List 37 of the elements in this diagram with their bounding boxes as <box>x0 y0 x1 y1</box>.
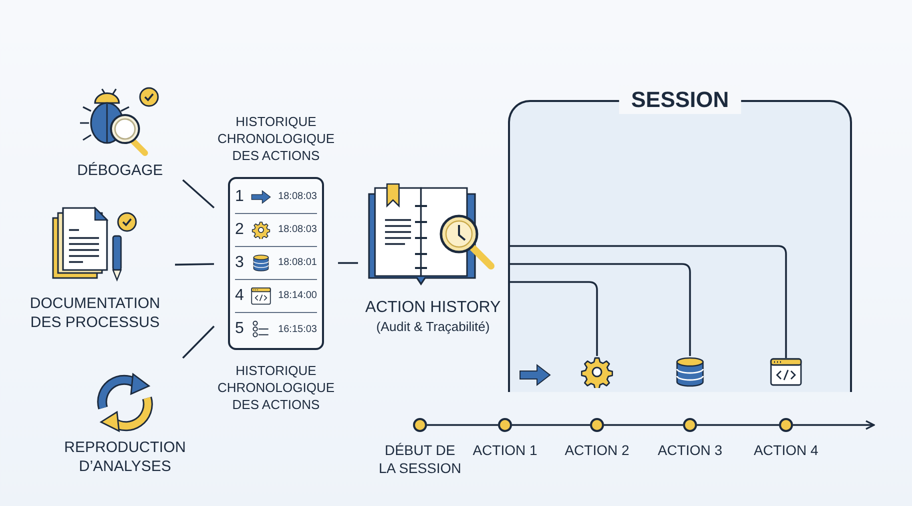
gear-icon <box>581 356 613 388</box>
database-icon <box>674 356 706 388</box>
list-heading: HISTORIQUE CHRONOLOGIQUE DES ACTIONS <box>216 362 336 413</box>
timeline-label: ACTION 4 <box>752 441 820 459</box>
row-number: 3 <box>235 252 245 272</box>
list-heading: HISTORIQUE CHRONOLOGIQUE DES ACTIONS <box>216 113 336 164</box>
connector-line <box>508 263 691 356</box>
node-title: ACTION HISTORY <box>365 298 501 318</box>
timestamp: 18:08:01 <box>278 256 317 270</box>
connector-line <box>338 262 358 264</box>
connector-line <box>604 424 683 426</box>
row-number: 2 <box>235 220 245 240</box>
row-number: 5 <box>235 319 245 339</box>
row-number: 1 <box>235 186 245 206</box>
timeline-label: ACTION 3 <box>656 441 724 459</box>
connector-line <box>512 424 590 426</box>
timeline-label: DÉBUT DE LA SESSION <box>378 441 462 477</box>
node-label: DOCUMENTATION DES PROCESSUS <box>28 294 162 332</box>
connector-line <box>182 179 215 208</box>
timestamp: 18:08:03 <box>278 223 317 237</box>
connector-line <box>508 245 787 358</box>
timestamp: 18:14:00 <box>278 289 317 303</box>
connector-line <box>697 424 779 426</box>
node-label: REPRODUCTION D’ANALYSES <box>63 438 187 476</box>
node-subtitle: (Audit & Traçabilité) <box>376 318 490 335</box>
connector-line <box>182 326 215 359</box>
timestamp: 18:08:03 <box>278 190 317 204</box>
connector-line <box>174 263 214 266</box>
node-label: DÉBOGAGE <box>77 161 163 180</box>
timeline-label: ACTION 2 <box>564 441 630 459</box>
arrow <box>793 420 875 430</box>
connector-line <box>508 281 598 356</box>
timeline-label: ACTION 1 <box>472 441 538 459</box>
connector-line <box>427 424 498 426</box>
row-number: 4 <box>235 286 245 306</box>
code-window-icon <box>770 358 802 386</box>
timestamp: 16:15:03 <box>278 322 317 336</box>
